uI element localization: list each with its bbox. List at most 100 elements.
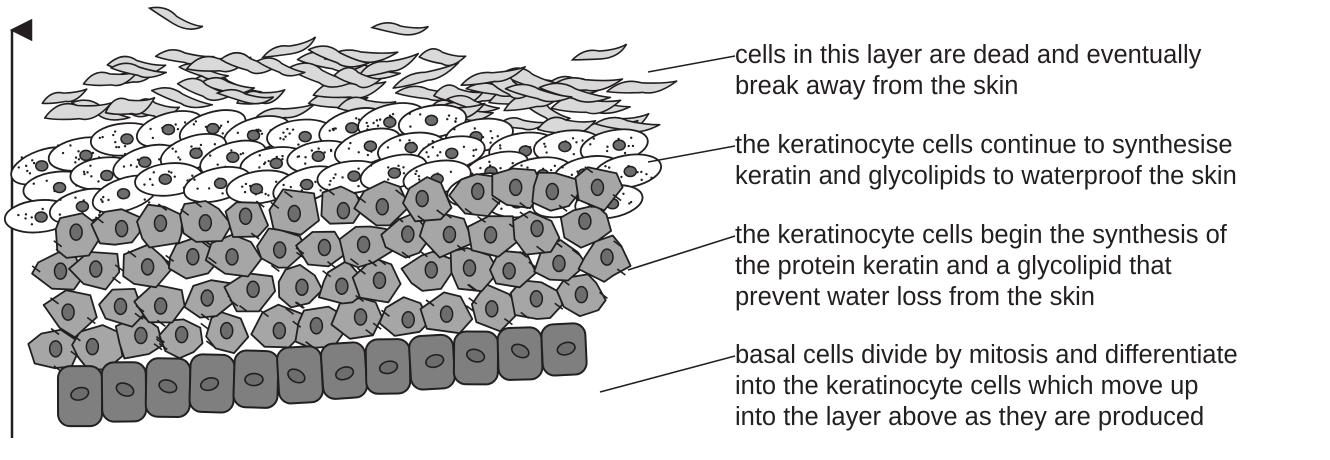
spinous-cell-nucleus: [416, 191, 428, 207]
keratohyalin-granule: [640, 179, 642, 181]
keratohyalin-granule: [153, 171, 155, 173]
keratohyalin-granule: [245, 183, 247, 185]
keratohyalin-granule: [499, 147, 501, 149]
granular-cell-nucleus: [54, 183, 66, 193]
keratohyalin-granule: [237, 132, 239, 134]
keratohyalin-granule: [544, 145, 546, 147]
keratohyalin-granule: [418, 178, 420, 180]
keratohyalin-granule: [608, 166, 610, 168]
spinous-cell-nucleus: [336, 278, 348, 294]
keratohyalin-granule: [479, 167, 481, 169]
keratohyalin-granule: [258, 166, 260, 168]
keratohyalin-granule: [402, 166, 404, 168]
keratohyalin-granule: [387, 146, 389, 148]
keratohyalin-granule: [455, 117, 457, 119]
keratohyalin-granule: [17, 214, 19, 216]
keratohyalin-granule: [101, 201, 103, 203]
keratohyalin-granule: [90, 175, 92, 177]
keratohyalin-granule: [630, 137, 632, 139]
keratohyalin-granule: [86, 171, 88, 173]
keratohyalin-granule: [74, 161, 76, 163]
spinous-cell-nucleus: [62, 304, 74, 320]
keratohyalin-granule: [118, 146, 120, 148]
keratohyalin-granule: [572, 137, 574, 139]
granular-cell-nucleus: [159, 174, 171, 184]
granular-cell-nucleus: [207, 124, 219, 134]
keratohyalin-granule: [59, 213, 61, 215]
spinous-cell-nucleus: [176, 327, 188, 343]
keratohyalin-granule: [628, 145, 630, 147]
spinous-cell-nucleus: [530, 291, 542, 307]
keratohyalin-granule: [419, 113, 421, 115]
keratohyalin-granule: [267, 194, 269, 196]
keratohyalin-granule: [366, 122, 368, 124]
keratohyalin-granule: [561, 166, 563, 168]
keratohyalin-granule: [217, 163, 219, 165]
spinous-cell-nucleus: [86, 339, 98, 355]
keratohyalin-granule: [640, 171, 642, 173]
keratohyalin-granule: [195, 120, 197, 122]
keratohyalin-granule: [418, 175, 420, 177]
granular-cell-nucleus: [35, 212, 47, 222]
spinous-cell-nucleus: [54, 263, 66, 279]
keratohyalin-granule: [332, 129, 334, 131]
granular-cell-nucleus: [215, 178, 227, 188]
spinous-cell-nucleus: [221, 323, 233, 339]
keratohyalin-granule: [497, 135, 499, 137]
label-line: cells in this layer are dead and eventua…: [735, 40, 1325, 71]
keratohyalin-granule: [89, 165, 91, 167]
spinous-cell-nucleus: [135, 328, 147, 344]
keratohyalin-granule: [175, 150, 177, 152]
keratohyalin-granule: [62, 152, 64, 154]
keratohyalin-granule: [177, 128, 179, 130]
keratohyalin-granule: [367, 125, 369, 127]
keratohyalin-granule: [630, 201, 632, 203]
keratohyalin-granule: [222, 132, 224, 134]
keratohyalin-granule: [69, 144, 71, 146]
spinous-cell-nucleus: [443, 226, 455, 242]
spinous-cell-nucleus: [199, 215, 211, 231]
keratohyalin-granule: [304, 156, 306, 158]
basal-cell-nucleus: [245, 373, 263, 385]
spinous-cell-nucleus: [601, 249, 613, 265]
keratohyalin-granule: [328, 183, 330, 185]
granular-cell-nucleus: [425, 115, 437, 125]
keratohyalin-granule: [123, 165, 125, 167]
keratohyalin-granule: [286, 128, 288, 130]
spinous-cell-nucleus: [486, 301, 498, 317]
keratohyalin-granule: [550, 169, 552, 171]
keratohyalin-granule: [220, 125, 222, 127]
keratohyalin-granule: [33, 162, 35, 164]
leader-line-spinous: [628, 236, 735, 270]
keratohyalin-granule: [645, 173, 647, 175]
granular-cell-nucleus: [312, 151, 324, 161]
keratohyalin-granule: [348, 147, 350, 149]
keratohyalin-granule: [377, 125, 379, 127]
keratohyalin-granule: [387, 166, 389, 168]
granular-cell-nucleus: [405, 143, 417, 153]
keratohyalin-granule: [100, 198, 102, 200]
keratohyalin-granule: [379, 118, 381, 120]
granular-cell-nucleus: [346, 123, 358, 133]
granular-cell-nucleus: [348, 171, 360, 181]
keratohyalin-granule: [581, 139, 583, 141]
keratohyalin-granule: [632, 145, 634, 147]
keratohyalin-granule: [499, 167, 501, 169]
keratohyalin-granule: [241, 186, 243, 188]
keratohyalin-granule: [78, 158, 80, 160]
label-line: the protein keratin and a glycolipid tha…: [735, 251, 1325, 282]
keratohyalin-granule: [177, 156, 179, 158]
keratohyalin-granule: [42, 208, 44, 210]
keratohyalin-granule: [425, 151, 427, 153]
detached-flake: [148, 3, 203, 36]
keratohyalin-granule: [334, 173, 336, 175]
keratohyalin-granule: [114, 141, 116, 143]
spinous-cell-nucleus: [358, 237, 370, 253]
keratohyalin-granule: [329, 129, 331, 131]
keratohyalin-granule: [427, 156, 429, 158]
detached-flake: [571, 44, 628, 64]
spinous-cell-nucleus: [373, 272, 385, 288]
keratohyalin-granule: [370, 164, 372, 166]
keratohyalin-granule: [414, 173, 416, 175]
keratohyalin-granule: [604, 165, 606, 167]
